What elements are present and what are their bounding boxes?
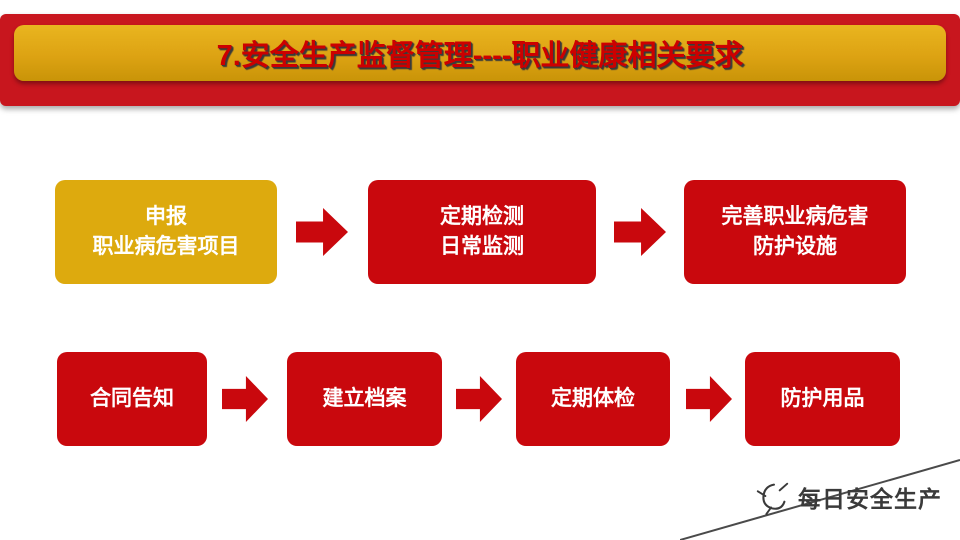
- flow-node-label: 建立档案: [322, 386, 407, 410]
- title-banner: 7.安全生产监督管理----职业健康相关要求: [0, 14, 960, 106]
- flow-node-build-archive: 建立档案: [287, 352, 442, 446]
- flow-node-regular-checkup: 定期体检: [516, 352, 670, 446]
- flow-node-label: 职业病危害项目: [92, 235, 240, 258]
- flow-node-regular-testing: 定期检测 日常监测: [368, 180, 596, 284]
- slide-title: 7.安全生产监督管理----职业健康相关要求: [216, 40, 744, 72]
- arrow-right-icon: [222, 376, 268, 422]
- flow-node-label: 合同告知: [90, 386, 174, 410]
- flow-node-contract-notice: 合同告知: [57, 352, 207, 446]
- flow-node-protective-equipment: 防护用品: [745, 352, 900, 446]
- arrow-right-icon: [296, 208, 348, 256]
- flow-node-label: 定期检测: [440, 204, 524, 228]
- arrow-right-icon: [456, 376, 502, 422]
- flow-node-label: 日常监测: [440, 235, 524, 258]
- flow-node-declare-hazards: 申报 职业病危害项目: [55, 180, 277, 284]
- arrow-right-icon: [614, 208, 666, 256]
- watermark: 每日安全生产: [754, 478, 942, 516]
- flow-node-improve-protection: 完善职业病危害 防护设施: [684, 180, 906, 284]
- flow-node-label: 防护用品: [780, 386, 865, 410]
- flow-node-label: 完善职业病危害: [721, 204, 869, 228]
- flow-node-label: 申报: [145, 204, 187, 228]
- flow-node-label: 防护设施: [753, 235, 837, 258]
- arrow-right-icon: [686, 376, 732, 422]
- title-plate: 7.安全生产监督管理----职业健康相关要求: [14, 25, 946, 81]
- watermark-text: 每日安全生产: [798, 486, 942, 512]
- flow-node-label: 定期体检: [551, 386, 635, 410]
- watermark-logo-icon: [756, 482, 789, 516]
